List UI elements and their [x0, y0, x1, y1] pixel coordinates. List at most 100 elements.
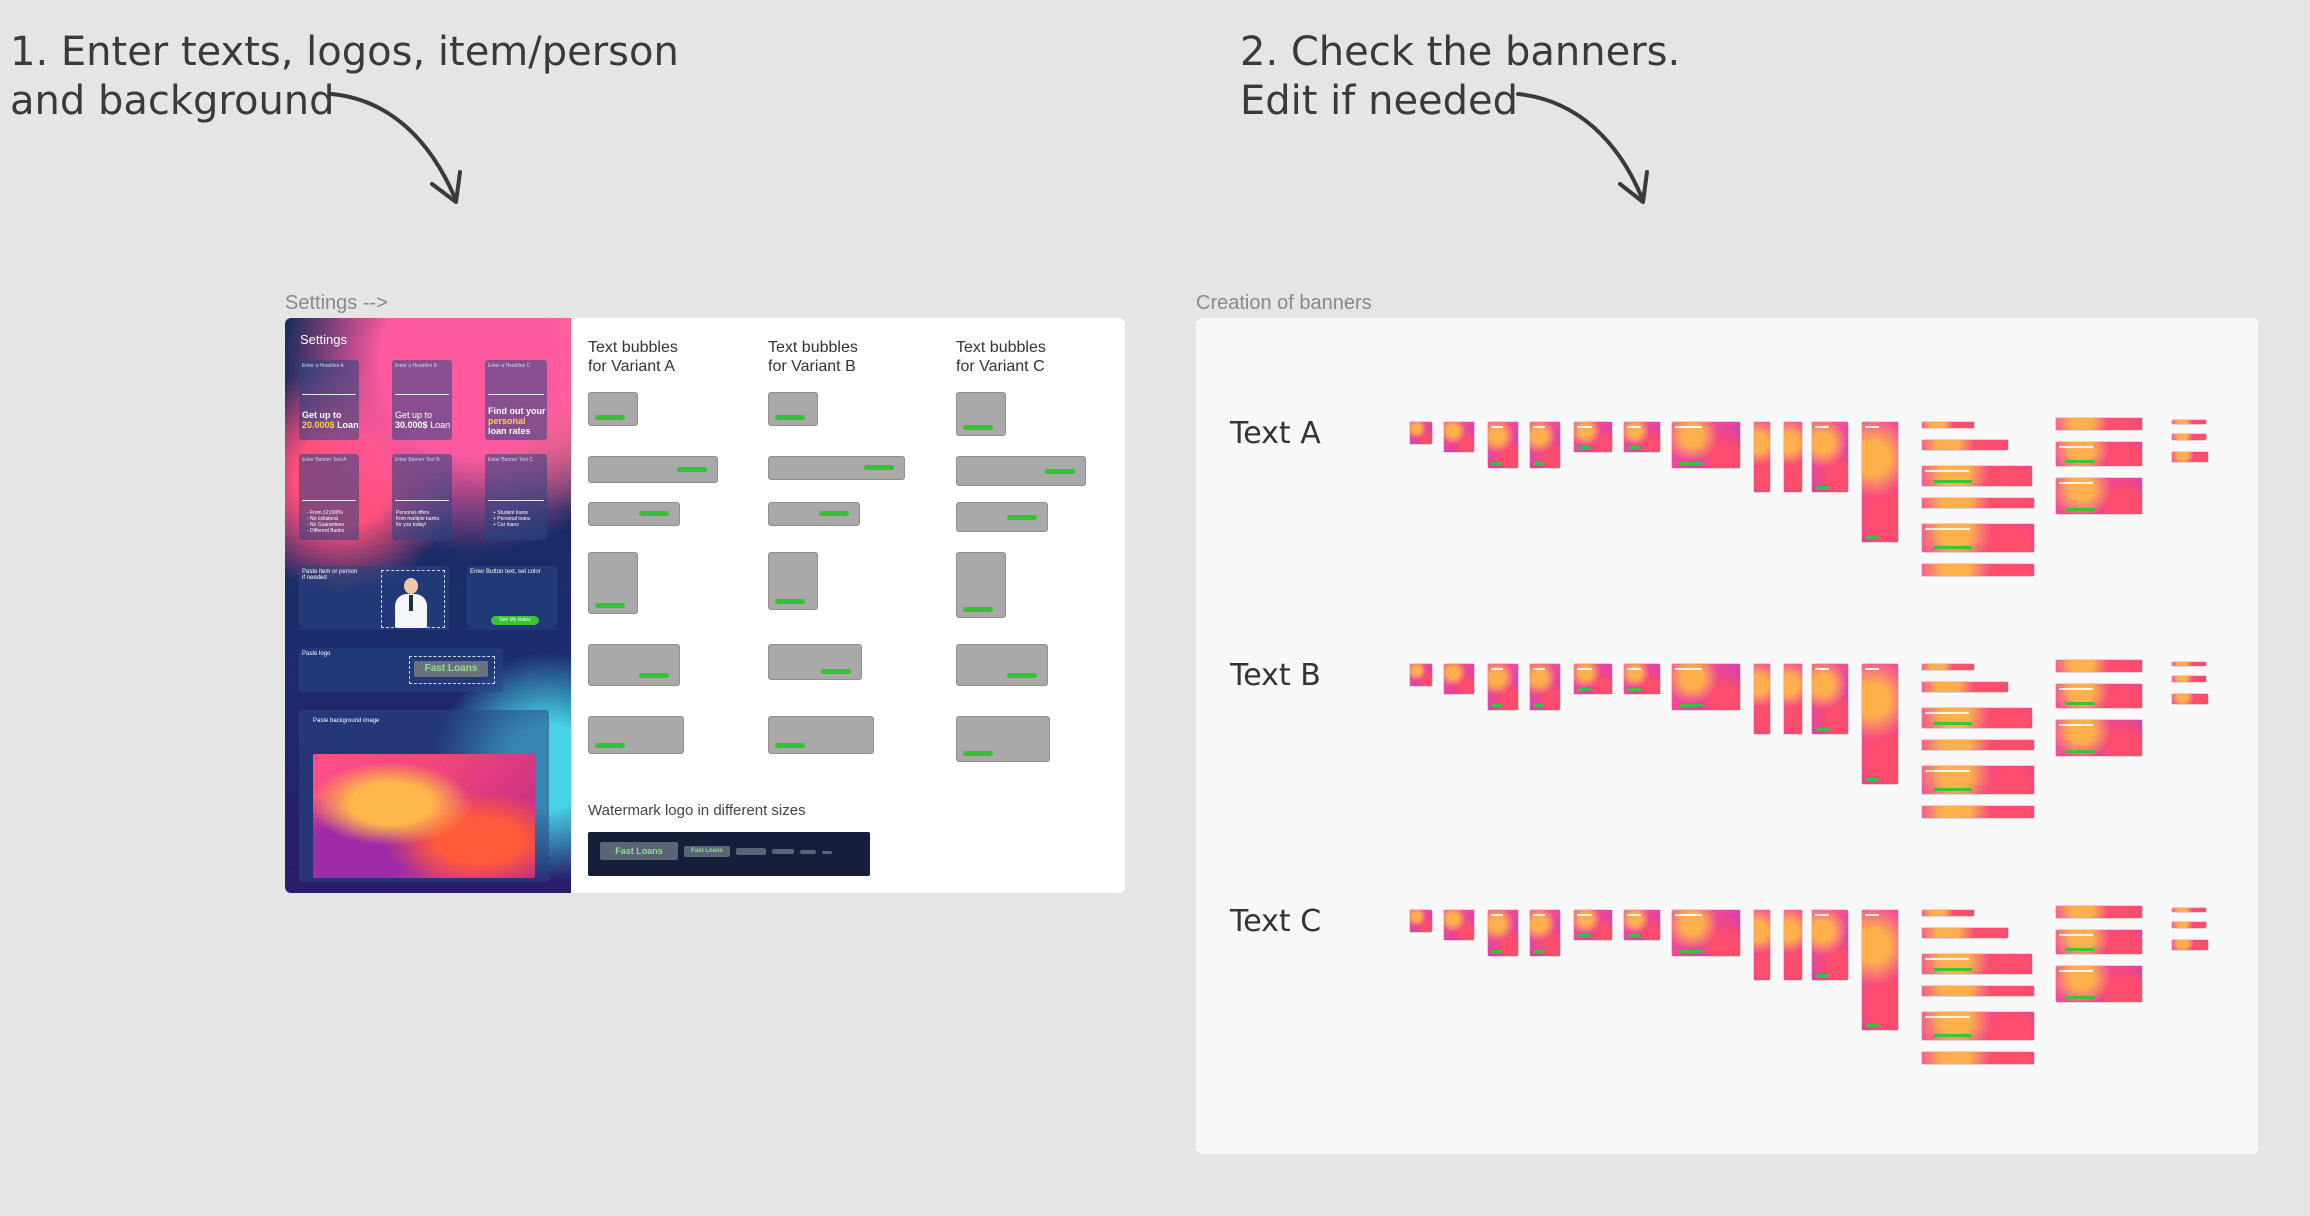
banner-thumbnail[interactable]: [2056, 660, 2142, 672]
text-bubble[interactable]: [588, 456, 718, 483]
banner-thumbnail[interactable]: [2172, 420, 2206, 424]
banner-thumbnail[interactable]: [1922, 806, 2034, 818]
banner-thumbnail[interactable]: [2172, 922, 2206, 928]
banner-thumbnail[interactable]: [2172, 908, 2206, 912]
banner-thumbnail[interactable]: [1784, 422, 1802, 492]
banner-thumbnail[interactable]: [1784, 910, 1802, 980]
banner-thumbnail[interactable]: [1922, 1052, 2034, 1064]
banner-thumbnail[interactable]: [1922, 440, 2008, 450]
banner-thumbnail[interactable]: [1922, 422, 1974, 428]
banner-thumbnail[interactable]: [1530, 422, 1560, 468]
banner-thumbnail[interactable]: [1754, 910, 1770, 980]
banner-thumbnail[interactable]: [1488, 422, 1518, 468]
banner-thumbnail[interactable]: [2056, 442, 2142, 466]
banner-thumbnail[interactable]: [1812, 664, 1848, 734]
banner-thumbnail[interactable]: [1488, 664, 1518, 710]
body-text-card-c[interactable]: Enter Banner Text C + Student loans + Pe…: [485, 454, 547, 540]
banner-thumbnail[interactable]: [1812, 910, 1848, 980]
banner-thumbnail[interactable]: [1574, 910, 1612, 940]
banner-thumbnail[interactable]: [1922, 766, 2034, 794]
text-bubble[interactable]: [588, 392, 638, 426]
banner-thumbnail[interactable]: [1862, 422, 1898, 542]
banner-thumbnail[interactable]: [2172, 694, 2208, 704]
banner-thumbnail[interactable]: [1862, 910, 1898, 1030]
banner-thumbnail[interactable]: [1784, 664, 1802, 734]
text-bubble[interactable]: [588, 502, 680, 526]
banner-thumbnail[interactable]: [1410, 910, 1432, 932]
banner-thumbnail[interactable]: [1530, 910, 1560, 956]
settings-frame[interactable]: Settings Enter a Headline A Get up to 20…: [285, 318, 1125, 893]
banner-thumbnail[interactable]: [1922, 564, 2034, 576]
banner-thumbnail[interactable]: [2056, 720, 2142, 756]
banner-thumbnail[interactable]: [2172, 452, 2208, 462]
banner-thumbnail[interactable]: [1672, 664, 1740, 710]
banner-thumbnail[interactable]: [2056, 684, 2142, 708]
banner-thumbnail[interactable]: [2056, 478, 2142, 514]
banner-thumbnail[interactable]: [2172, 434, 2206, 440]
banner-thumbnail[interactable]: [1922, 524, 2034, 552]
banner-thumbnail[interactable]: [1922, 1012, 2034, 1040]
banner-thumbnail[interactable]: [1922, 682, 2008, 692]
banner-thumbnail[interactable]: [1574, 664, 1612, 694]
banner-thumbnail[interactable]: [1410, 664, 1432, 686]
banner-thumbnail[interactable]: [1754, 664, 1770, 734]
banner-thumbnail[interactable]: [1922, 910, 1974, 916]
text-bubble[interactable]: [956, 552, 1006, 618]
banner-thumbnail[interactable]: [1862, 664, 1898, 784]
banner-thumbnail[interactable]: [1754, 422, 1770, 492]
banner-thumbnail[interactable]: [1922, 498, 2034, 508]
banner-thumbnail[interactable]: [1812, 422, 1848, 492]
banner-thumbnail[interactable]: [1672, 910, 1740, 956]
banner-thumbnail[interactable]: [1574, 422, 1612, 452]
banner-thumbnail[interactable]: [1444, 910, 1474, 940]
text-bubble[interactable]: [768, 644, 862, 680]
text-bubble[interactable]: [768, 392, 818, 426]
banner-thumbnail[interactable]: [2056, 906, 2142, 918]
banner-thumbnail[interactable]: [1410, 422, 1432, 444]
banner-thumbnail[interactable]: [1922, 664, 1974, 670]
banner-thumbnail[interactable]: [1922, 740, 2034, 750]
text-bubble[interactable]: [768, 716, 874, 754]
text-bubble[interactable]: [956, 456, 1086, 486]
text-bubble[interactable]: [956, 644, 1048, 686]
banner-thumbnail[interactable]: [1922, 954, 2032, 974]
text-bubble[interactable]: [768, 552, 818, 610]
banner-thumbnail[interactable]: [1672, 422, 1740, 468]
banner-thumbnail[interactable]: [1922, 928, 2008, 938]
banner-thumbnail[interactable]: [2172, 662, 2206, 666]
text-bubble[interactable]: [956, 502, 1048, 532]
text-bubble[interactable]: [956, 716, 1050, 762]
banner-thumbnail[interactable]: [2056, 930, 2142, 954]
text-bubble[interactable]: [768, 502, 860, 526]
item-person-card[interactable]: Paste item or person if needed: [299, 566, 449, 630]
banner-thumbnail[interactable]: [1624, 422, 1660, 452]
headline-card-a[interactable]: Enter a Headline A Get up to 20.000$ Loa…: [299, 360, 359, 440]
banner-thumbnail[interactable]: [1922, 708, 2032, 728]
text-bubble[interactable]: [588, 552, 638, 614]
text-bubble[interactable]: [588, 644, 680, 686]
button-settings-card[interactable]: Enter Button text, set color See My Rate…: [467, 566, 557, 630]
banner-thumbnail[interactable]: [1444, 422, 1474, 452]
banner-thumbnail[interactable]: [1624, 664, 1660, 694]
banner-thumbnail[interactable]: [1488, 910, 1518, 956]
banner-thumbnail[interactable]: [1624, 910, 1660, 940]
see-my-rates-button[interactable]: See My Rates: [491, 616, 539, 625]
headline-card-b[interactable]: Enter a Headline B Get up to 30.000$ Loa…: [392, 360, 452, 440]
creation-frame[interactable]: Text A Text B Text C: [1196, 318, 2258, 1154]
text-bubble[interactable]: [588, 716, 684, 754]
body-text-card-b[interactable]: Enter Banner Text B Personal offers from…: [392, 454, 452, 540]
body-text-card-a[interactable]: Enter Banner Text A - From 12,000% - No …: [299, 454, 359, 540]
banner-thumbnail[interactable]: [2056, 418, 2142, 430]
banner-thumbnail[interactable]: [1444, 664, 1474, 694]
banner-thumbnail[interactable]: [1530, 664, 1560, 710]
text-bubble[interactable]: [956, 392, 1006, 436]
banner-thumbnail[interactable]: [1922, 986, 2034, 996]
headline-card-c[interactable]: Enter a Headline C Find out your persona…: [485, 360, 547, 440]
banner-thumbnail[interactable]: [2056, 966, 2142, 1002]
logo-card[interactable]: Paste logo Fast Loans: [299, 648, 503, 692]
banner-thumbnail[interactable]: [2172, 940, 2208, 950]
text-bubble[interactable]: [768, 456, 905, 480]
banner-thumbnail[interactable]: [2172, 676, 2206, 682]
banner-thumbnail[interactable]: [1922, 466, 2032, 486]
background-image-card[interactable]: Paste background image: [299, 710, 549, 882]
